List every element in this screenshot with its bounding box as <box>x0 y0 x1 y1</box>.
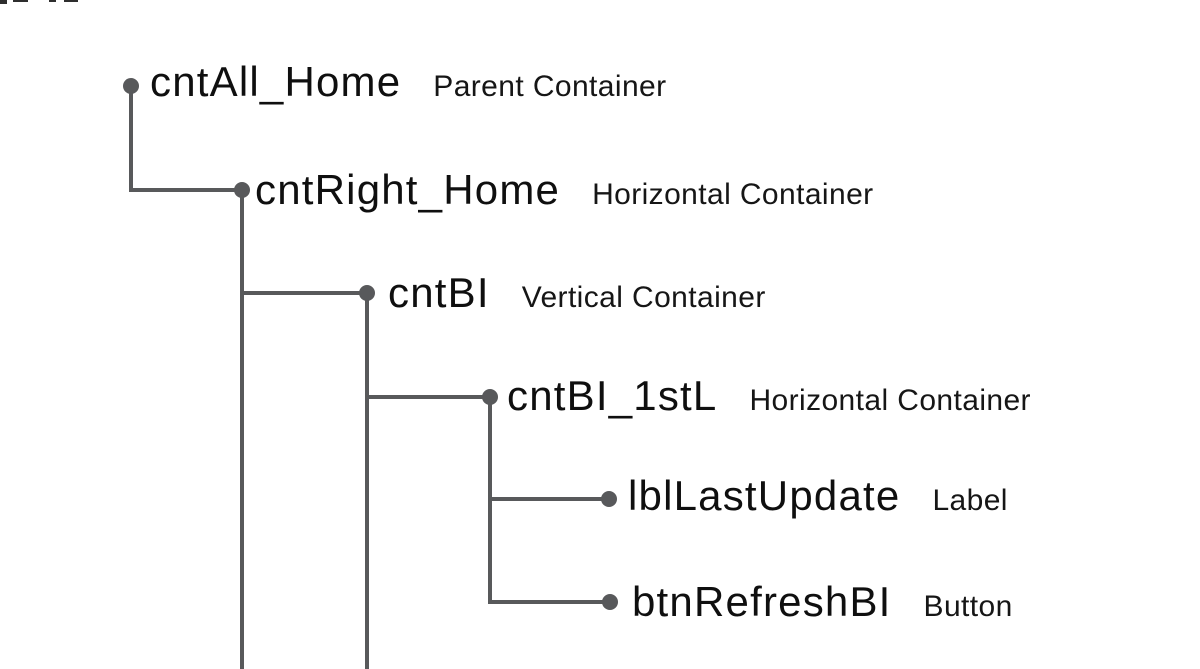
tree-node-cntall-home: cntAll_Home Parent Container <box>150 61 667 103</box>
connector-line <box>365 291 369 669</box>
tree-node-lbllastupdate: lblLastUpdate Label <box>628 475 1008 517</box>
tree-node-cntright-home: cntRight_Home Horizontal Container <box>255 169 874 211</box>
connector-line <box>129 188 242 192</box>
edge-artifact <box>49 0 56 2</box>
edge-artifact <box>64 0 78 2</box>
node-dot-icon <box>601 491 617 507</box>
node-dot-icon <box>602 594 618 610</box>
control-name: cntBI_1stL <box>507 372 718 419</box>
control-type: Button <box>923 590 1013 623</box>
connector-line <box>240 188 244 669</box>
control-type: Parent Container <box>433 70 667 103</box>
tree-node-btnrefreshbi: btnRefreshBI Button <box>632 581 1013 623</box>
node-dot-icon <box>359 285 375 301</box>
control-type: Horizontal Container <box>749 384 1031 417</box>
node-dot-icon <box>482 389 498 405</box>
control-name: lblLastUpdate <box>628 472 901 519</box>
tree-node-cntbi-1stl: cntBI_1stL Horizontal Container <box>507 375 1031 417</box>
connector-line <box>488 497 611 501</box>
node-dot-icon <box>234 182 250 198</box>
connector-line <box>365 395 492 399</box>
connector-line <box>488 600 612 604</box>
edge-artifact <box>13 0 28 2</box>
control-name: btnRefreshBI <box>632 578 892 625</box>
tree-node-cntbi: cntBI Vertical Container <box>388 272 766 314</box>
control-type: Horizontal Container <box>592 178 874 211</box>
control-name: cntBI <box>388 269 490 316</box>
control-type: Label <box>932 484 1008 517</box>
control-name: cntRight_Home <box>255 166 561 213</box>
node-dot-icon <box>123 78 139 94</box>
connector-line <box>129 86 133 192</box>
edge-artifact <box>0 0 7 4</box>
connector-line <box>240 291 369 295</box>
control-name: cntAll_Home <box>150 58 402 105</box>
control-type: Vertical Container <box>521 281 766 314</box>
